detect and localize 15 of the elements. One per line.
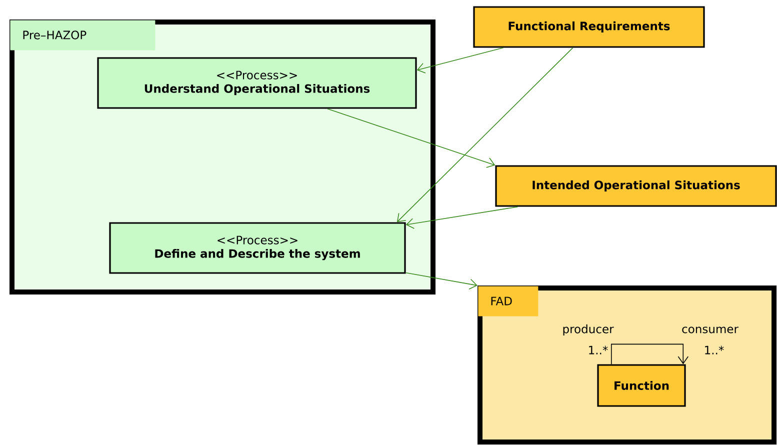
multiplicity-label: 1..*: [705, 346, 724, 354]
arrow: [396, 47, 574, 222]
block-box: Function: [597, 364, 686, 407]
arrow: [406, 206, 518, 229]
arrow: [610, 344, 689, 365]
arrow: [326, 108, 496, 168]
role-label: producer: [563, 324, 614, 336]
process-box: <<Process>> Define and Describe the system: [109, 222, 406, 274]
block-box: Functional Requirements: [473, 6, 705, 48]
block-box: Intended Operational Situations: [495, 165, 777, 207]
role-label: consumer: [682, 326, 738, 334]
arrow: [416, 47, 504, 74]
process-box: <<Process>> Understand Operational Situations: [97, 57, 417, 109]
arrow: [405, 272, 478, 290]
multiplicity-label: 1..*: [589, 346, 608, 354]
